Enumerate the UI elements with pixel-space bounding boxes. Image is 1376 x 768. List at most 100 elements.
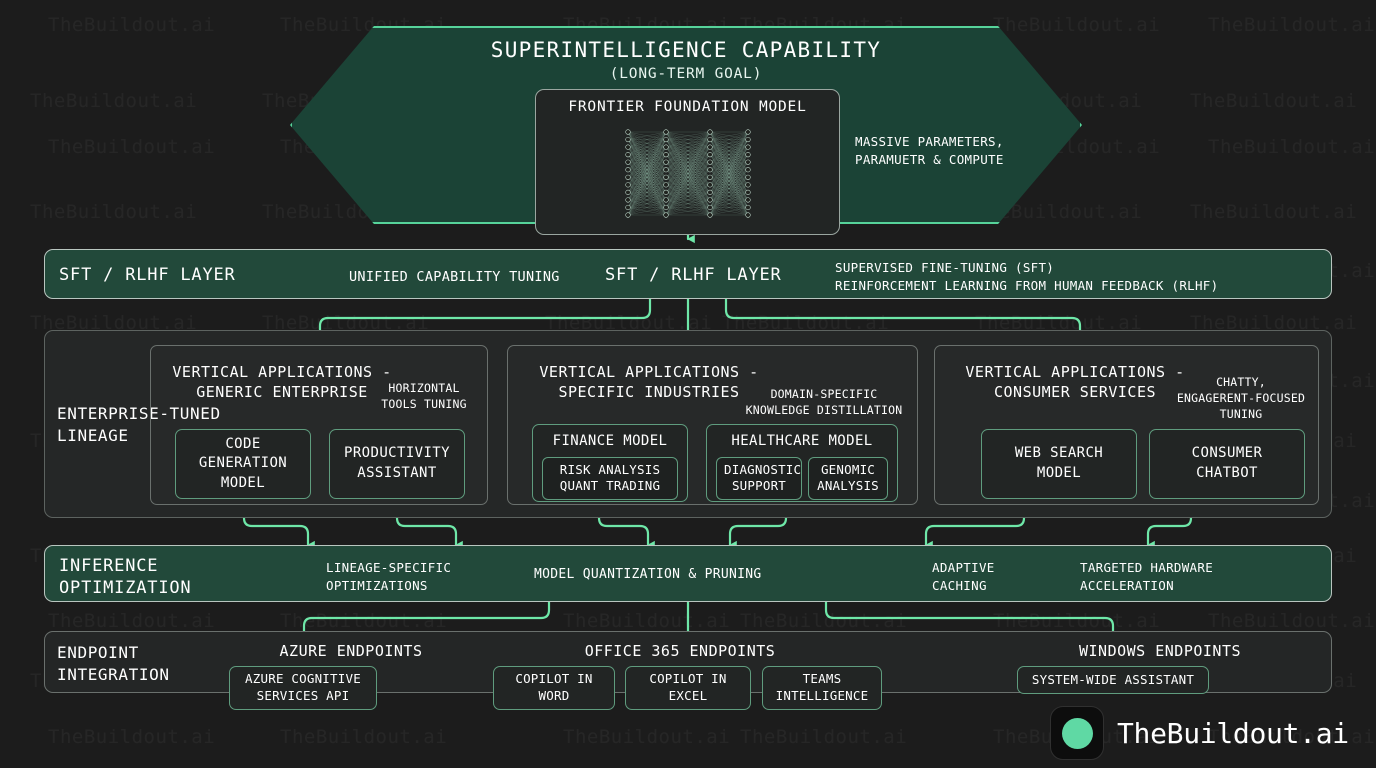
sft-definition-note: SUPERVISED FINE-TUNING (SFT) REINFORCEME…: [835, 259, 1218, 295]
enterprise-tuned-lineage-container: ENTERPRISE-TUNED LINEAGE VERTICAL APPLIC…: [44, 330, 1332, 518]
vg1-note-line2: TOOLS TUNING: [381, 397, 467, 412]
vg3-title-line2: CONSUMER SERVICES: [993, 383, 1157, 402]
system-wide-assistant-chip-label: SYSTEM-WIDE ASSISTANT: [1031, 671, 1195, 687]
finance-model-label: FINANCE MODEL: [552, 433, 668, 449]
lineage-specific-optimizations-note: LINEAGE-SPECIFIC OPTIMIZATIONS: [326, 559, 451, 595]
watermark-text: TheBuildout.ai: [1208, 136, 1375, 158]
watermark-text: TheBuildout.ai: [563, 610, 730, 632]
vg1-note: HORIZONTAL TOOLS TUNING: [369, 380, 479, 412]
watermark-text: TheBuildout.ai: [1190, 201, 1357, 223]
watermark-text: TheBuildout.ai: [280, 610, 447, 632]
page-subtitle: (LONG-TERM GOAL): [609, 66, 763, 82]
circle-logo-icon: [1050, 706, 1104, 760]
logo-dot: [1061, 717, 1093, 749]
vg3-note-line2: ENGAGERENT-FOCUSED: [1176, 391, 1306, 406]
endpoint-label-line1: ENDPOINT: [57, 643, 139, 662]
windows-endpoints-title: WINDOWS ENDPOINTS: [1078, 642, 1242, 660]
brand-logo: TheBuildout.ai: [1050, 706, 1349, 760]
sft-definition-line1: SUPERVISED FINE-TUNING (SFT): [835, 260, 1055, 275]
targeted-hardware-note: TARGETED HARDWARE ACCELERATION: [1080, 559, 1213, 595]
vg2-title-line2: SPECIFIC INDUSTRIES: [558, 383, 740, 402]
compute-note-line2: PARAMUETR & COMPUTE: [855, 152, 1004, 168]
sft-definition-line2: REINFORCEMENT LEARNING FROM HUMAN FEEDBA…: [835, 278, 1219, 294]
lineage-label-line1: ENTERPRISE-TUNED: [57, 404, 221, 423]
vg2-title: VERTICAL APPLICATIONS - SPECIFIC INDUSTR…: [514, 362, 784, 403]
vg3-note: CHATTY, ENGAGERENT-FOCUSED TUNING: [1166, 374, 1316, 422]
model-quantization-note: MODEL QUANTIZATION & PRUNING: [534, 567, 762, 582]
healthcare-model-label: HEALTHCARE MODEL: [731, 433, 873, 449]
watermark-text: TheBuildout.ai: [48, 726, 215, 748]
adaptive-caching-line1: ADAPTIVE: [932, 560, 995, 575]
watermark-text: TheBuildout.ai: [563, 726, 730, 748]
watermark-text: TheBuildout.ai: [30, 90, 197, 112]
watermark-text: TheBuildout.ai: [48, 14, 215, 36]
lineage-label: ENTERPRISE-TUNED LINEAGE: [57, 403, 221, 446]
watermark-text: TheBuildout.ai: [740, 726, 907, 748]
targeted-hardware-line1: TARGETED HARDWARE: [1080, 560, 1214, 575]
watermark-text: TheBuildout.ai: [1208, 610, 1375, 632]
vg2-note-line2: KNOWLEDGE DISTILLATION: [745, 403, 903, 418]
inference-optimization-band[interactable]: INFERENCE OPTIMIZATION LINEAGE-SPECIFIC …: [44, 545, 1332, 602]
watermark-text: TheBuildout.ai: [48, 136, 215, 158]
watermark-text: TheBuildout.ai: [30, 201, 197, 223]
watermark-text: TheBuildout.ai: [280, 726, 447, 748]
adaptive-caching-line2: CACHING: [932, 578, 987, 594]
unified-capability-tuning-note: UNIFIED CAPABILITY TUNING: [349, 269, 560, 285]
vg2-note-line1: DOMAIN-SPECIFIC: [770, 387, 878, 401]
sft-band-label: SFT / RLHF LAYER: [59, 265, 236, 285]
adaptive-caching-note: ADAPTIVE CACHING: [932, 559, 995, 595]
lineage-opt-line2: OPTIMIZATIONS: [326, 578, 428, 594]
brand-name: TheBuildout.ai: [1117, 716, 1349, 750]
watermark-text: TheBuildout.ai: [740, 610, 907, 632]
lineage-opt-line1: LINEAGE-SPECIFIC: [326, 560, 452, 575]
vertical-group-generic-enterprise[interactable]: VERTICAL APPLICATIONS - GENERIC ENTERPRI…: [150, 345, 488, 505]
watermark-text: TheBuildout.ai: [1190, 90, 1357, 112]
vg2-title-line1: VERTICAL APPLICATIONS -: [539, 363, 759, 381]
vg2-note: DOMAIN-SPECIFIC KNOWLEDGE DISTILLATION: [735, 386, 913, 418]
system-wide-assistant-chip[interactable]: SYSTEM-WIDE ASSISTANT: [1017, 666, 1209, 694]
vertical-group-specific-industries[interactable]: VERTICAL APPLICATIONS - SPECIFIC INDUSTR…: [507, 345, 918, 505]
endpoint-integration-label: ENDPOINT INTEGRATION: [57, 642, 170, 685]
compute-note: MASSIVE PARAMETERS, PARAMUETR & COMPUTE: [855, 133, 1004, 169]
vg1-note-line1: HORIZONTAL: [388, 381, 460, 395]
page-title: SUPERINTELLIGENCE CAPABILITY: [490, 38, 882, 62]
office365-endpoints-title: OFFICE 365 ENDPOINTS: [584, 642, 776, 660]
vertical-group-consumer-services[interactable]: VERTICAL APPLICATIONS - CONSUMER SERVICE…: [934, 345, 1319, 505]
compute-note-line1: MASSIVE PARAMETERS,: [855, 134, 1004, 149]
sft-band-label-2: SFT / RLHF LAYER: [605, 265, 782, 285]
vg3-title-line1: VERTICAL APPLICATIONS -: [965, 363, 1185, 381]
neural-network-icon: [618, 126, 758, 225]
vg3-note-line1: CHATTY,: [1216, 375, 1266, 389]
vg3-note-line3: TUNING: [1219, 407, 1263, 422]
frontier-foundation-model-box[interactable]: FRONTIER FOUNDATION MODEL: [535, 89, 840, 235]
targeted-hardware-line2: ACCELERATION: [1080, 578, 1174, 594]
vg3-title: VERTICAL APPLICATIONS - CONSUMER SERVICE…: [941, 362, 1209, 403]
sft-rlhf-layer-band[interactable]: SFT / RLHF LAYER UNIFIED CAPABILITY TUNI…: [44, 249, 1332, 299]
vg1-title-line1: VERTICAL APPLICATIONS -: [172, 363, 392, 381]
inference-label-line1: INFERENCE: [59, 556, 159, 576]
inference-optimization-label: INFERENCE OPTIMIZATION: [59, 555, 191, 599]
foundation-model-title: FRONTIER FOUNDATION MODEL: [568, 99, 807, 115]
vg1-title: VERTICAL APPLICATIONS - GENERIC ENTERPRI…: [157, 362, 407, 403]
